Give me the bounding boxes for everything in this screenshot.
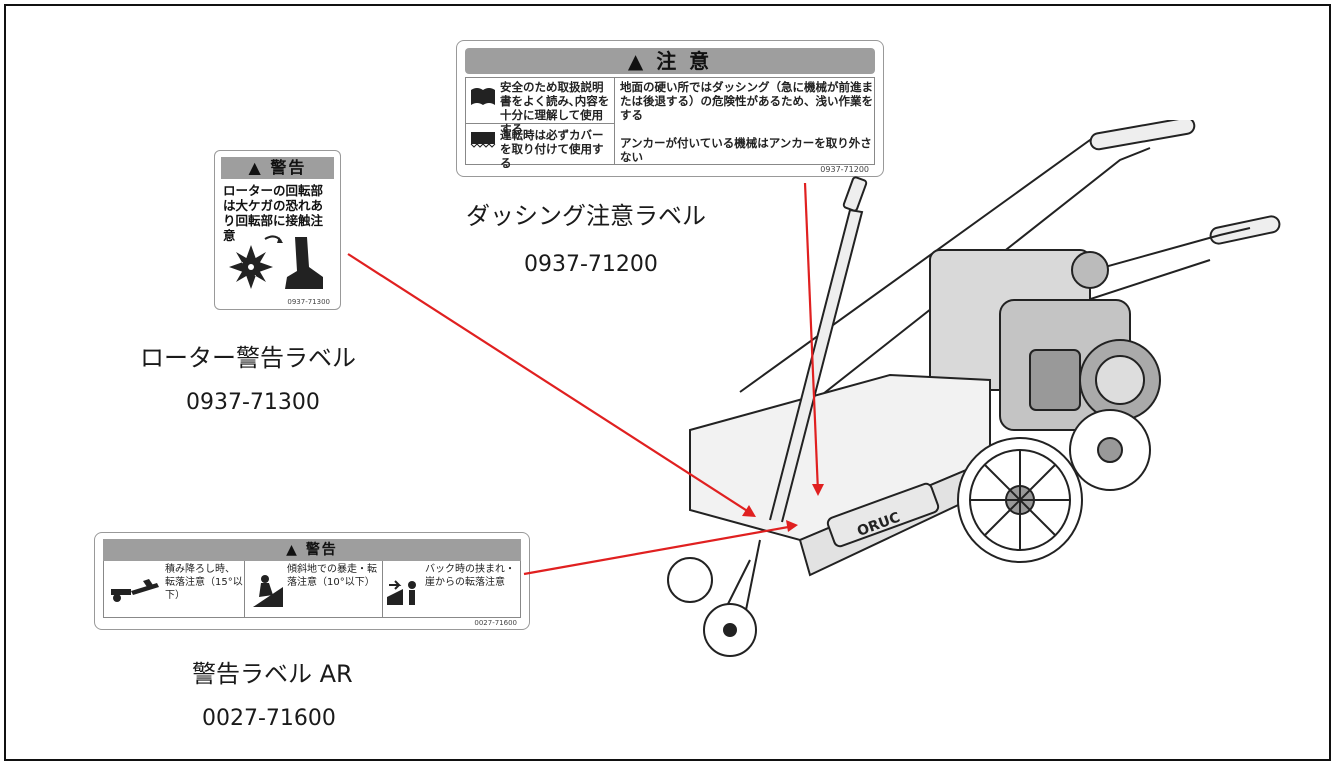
dashing-caution-label: ▲ 注 意 安全のため取扱説明書をよく読み､内容を十分に理解して使用する 地面の… xyxy=(456,40,884,177)
cover-icon xyxy=(470,132,496,148)
ar-label-part-no: 0027-71600 xyxy=(474,619,517,627)
caution-divider-v xyxy=(614,78,615,164)
slope-runaway-icon xyxy=(253,575,283,607)
caution-cell-cover: 運転時は必ずカバーを取り付けて使用する xyxy=(500,128,604,170)
cultivator-drawing: ORUC xyxy=(667,120,1281,657)
dashing-label-number: 0937-71200 xyxy=(524,252,658,277)
caution-cell-manual: 安全のため取扱説明書をよく読み､内容を十分に理解して使用する xyxy=(500,80,610,136)
ar-divider-2 xyxy=(382,561,383,617)
caution-label-body: 安全のため取扱説明書をよく読み､内容を十分に理解して使用する 地面の硬い所ではダ… xyxy=(465,77,875,170)
ar-label-caption: 警告ラベル AR xyxy=(192,660,353,688)
ar-cell-slope: 傾斜地での暴走・転落注意（10°以下） xyxy=(287,564,377,588)
dashing-label-caption: ダッシング注意ラベル xyxy=(466,202,706,230)
rotor-hazard-icon xyxy=(229,235,323,289)
caution-label-header: ▲ 注 意 xyxy=(465,48,875,74)
caution-divider-h xyxy=(466,123,614,124)
rotor-label-part-no: 0937-71300 xyxy=(287,298,330,306)
warning-ar-label: ▲ 警告 積み降ろし時、転落注意（15°以下） 傾斜地での暴走・転落注意（10°… xyxy=(94,532,530,630)
rotor-label-number: 0937-71300 xyxy=(186,390,320,415)
ar-label-body xyxy=(103,561,521,618)
loading-fall-icon xyxy=(111,579,159,602)
caution-cell-dashing: 地面の硬い所ではダッシング（急に機械が前進または後退する）の危険性があるため、浅… xyxy=(620,80,873,122)
rotor-label-header: ▲ 警告 xyxy=(221,157,334,179)
ar-label-header: ▲ 警告 xyxy=(103,539,521,561)
ar-label-number: 0027-71600 xyxy=(202,706,336,731)
rotor-warning-label: ▲ 警告 ローターの回転部は大ケガの恐れあり回転部に接触注意 0937-7130… xyxy=(214,150,341,310)
caution-cell-anchor: アンカーが付いている機械はアンカーを取り外さない xyxy=(620,136,872,164)
ar-cell-loading: 積み降ろし時、転落注意（15°以下） xyxy=(165,564,243,601)
ar-divider-1 xyxy=(244,561,245,617)
caution-label-part-no: 0937-71200 xyxy=(820,165,869,174)
book-icon xyxy=(471,88,495,105)
rotor-label-caption: ローター警告ラベル xyxy=(140,344,356,372)
page-frame xyxy=(4,4,1331,761)
reverse-pinch-icon xyxy=(387,580,416,605)
rotor-label-text: ローターの回転部は大ケガの恐れあり回転部に接触注意 xyxy=(223,183,324,243)
ar-cell-reverse: バック時の挟まれ・崖からの転落注意 xyxy=(425,564,515,588)
